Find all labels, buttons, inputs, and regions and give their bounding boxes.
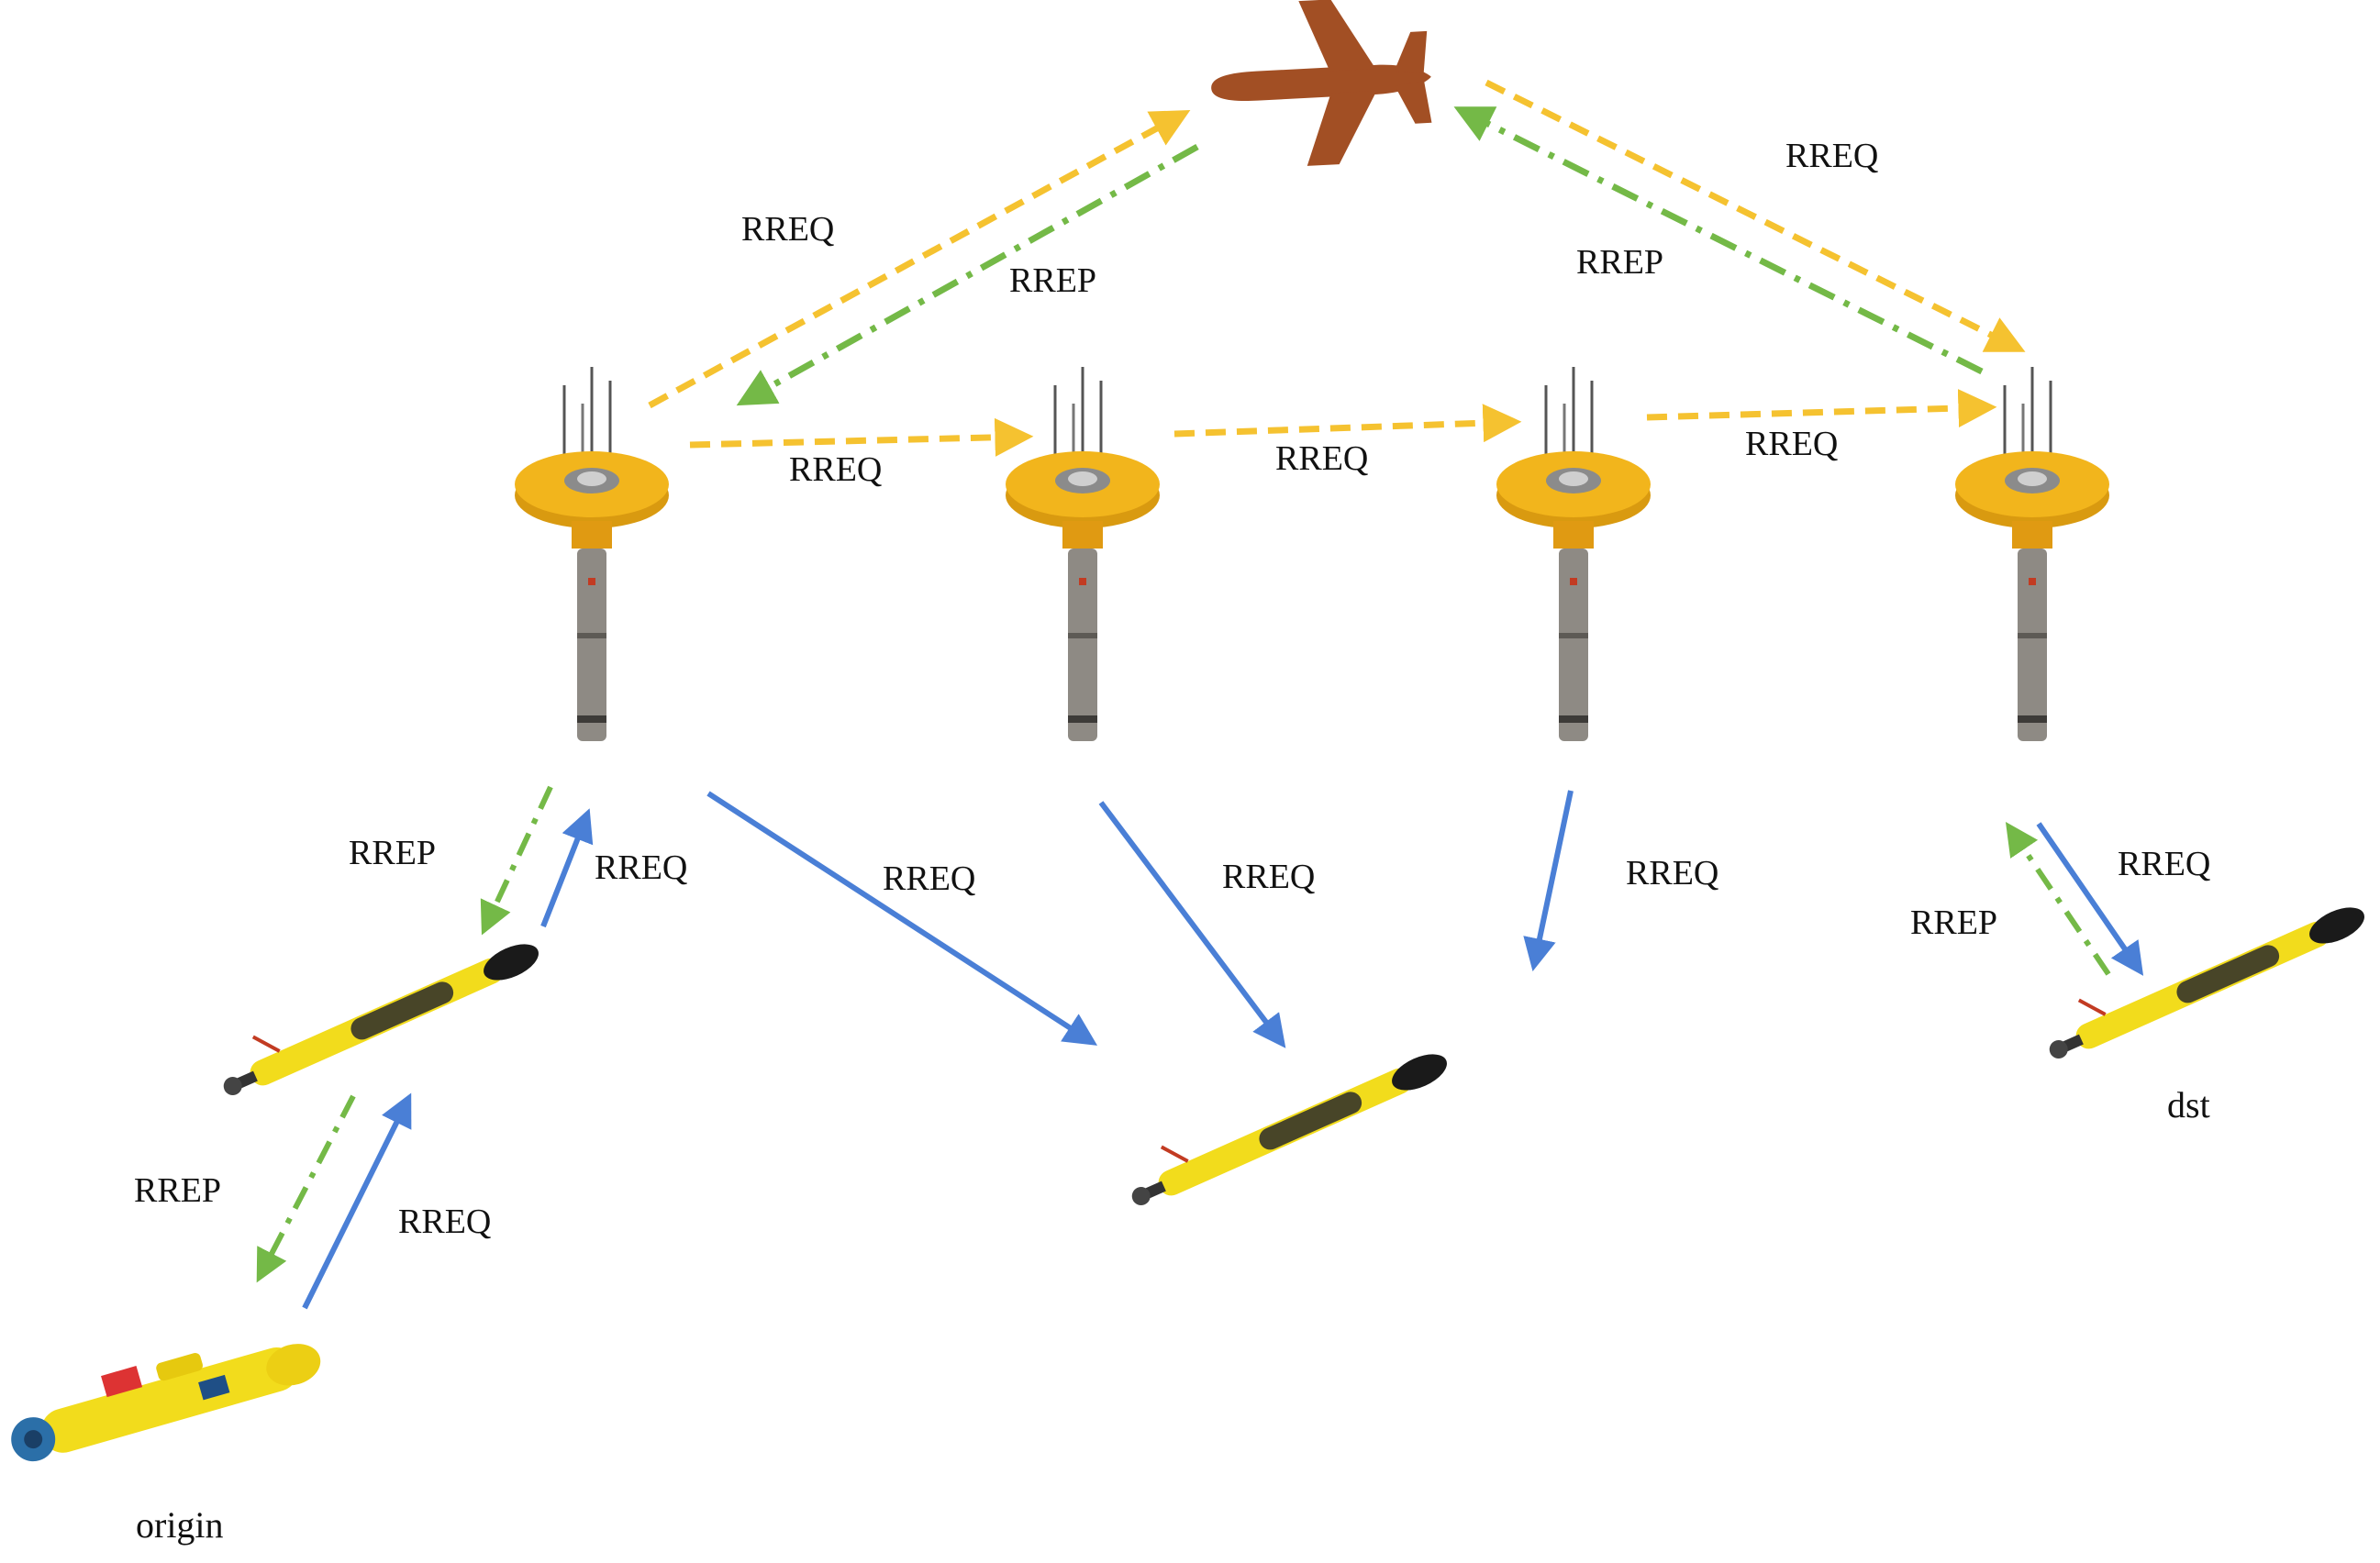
rrep-label: RREP	[1910, 903, 1997, 942]
underwater-glider-icon	[207, 915, 546, 1105]
rreq-arrow-buoy3-to-below	[1523, 790, 1574, 972]
rreq-label: RREQ	[398, 1203, 491, 1241]
rreq-label: RREQ	[595, 848, 687, 887]
auv-icon	[0, 1316, 327, 1467]
rrep-arrow-aircraft-to-buoy1	[736, 143, 1199, 406]
underwater-glider-icon	[1116, 1025, 1454, 1215]
rreq-arrow-origin-to-glider1	[302, 1092, 412, 1310]
rreq-label: RREQ	[1222, 858, 1315, 896]
rrep-label: RREP	[134, 1171, 221, 1210]
rrep-arrow-buoy4-to-aircraft	[1453, 106, 1984, 375]
rrep-label: RREP	[349, 834, 436, 872]
rreq-arrow-buoy2-to-buoy3	[1173, 404, 1522, 443]
rreq-arrow-buoy4-to-dst	[2036, 822, 2144, 976]
origin-label: origin	[136, 1504, 224, 1546]
rrep-arrow-glider1-to-origin	[256, 1094, 356, 1283]
buoy-icon	[1004, 365, 1162, 743]
underwater-glider-icon	[2033, 878, 2372, 1069]
rreq-label: RREQ	[1626, 854, 1718, 892]
rreq-label: RREQ	[789, 450, 882, 489]
rrep-label: RREP	[1009, 261, 1096, 300]
buoy-icon	[1953, 365, 2111, 743]
rreq-label: RREQ	[1745, 425, 1838, 463]
rreq-label: RREQ	[1785, 137, 1878, 175]
rreq-label: RREQ	[1275, 439, 1368, 478]
rreq-arrow-buoy3-to-buoy4	[1646, 388, 1997, 427]
rreq-arrow-buoy2-to-glider2	[1098, 801, 1286, 1048]
rreq-arrow-buoy1-to-buoy2	[689, 417, 1034, 457]
buoy-icon	[513, 365, 671, 743]
airplane-icon	[1211, 0, 1432, 166]
rreq-label: RREQ	[883, 859, 975, 898]
rreq-arrow-buoy1-to-aircraft	[648, 109, 1191, 409]
rrep-label: RREP	[1576, 243, 1663, 282]
rreq-arrow-aircraft-to-buoy4	[1485, 79, 2026, 352]
rreq-arrow-glider1-to-buoy1	[540, 808, 594, 928]
dst-label: dst	[2167, 1084, 2210, 1125]
rrep-arrow-buoy1-to-glider1	[480, 785, 553, 936]
rreq-arrow-buoy1-to-glider2	[706, 791, 1098, 1046]
rreq-label: RREQ	[741, 210, 834, 249]
rrep-arrow-dst-to-buoy4	[2005, 822, 2111, 976]
buoy-icon	[1495, 365, 1652, 743]
rreq-label: RREQ	[2118, 845, 2210, 883]
